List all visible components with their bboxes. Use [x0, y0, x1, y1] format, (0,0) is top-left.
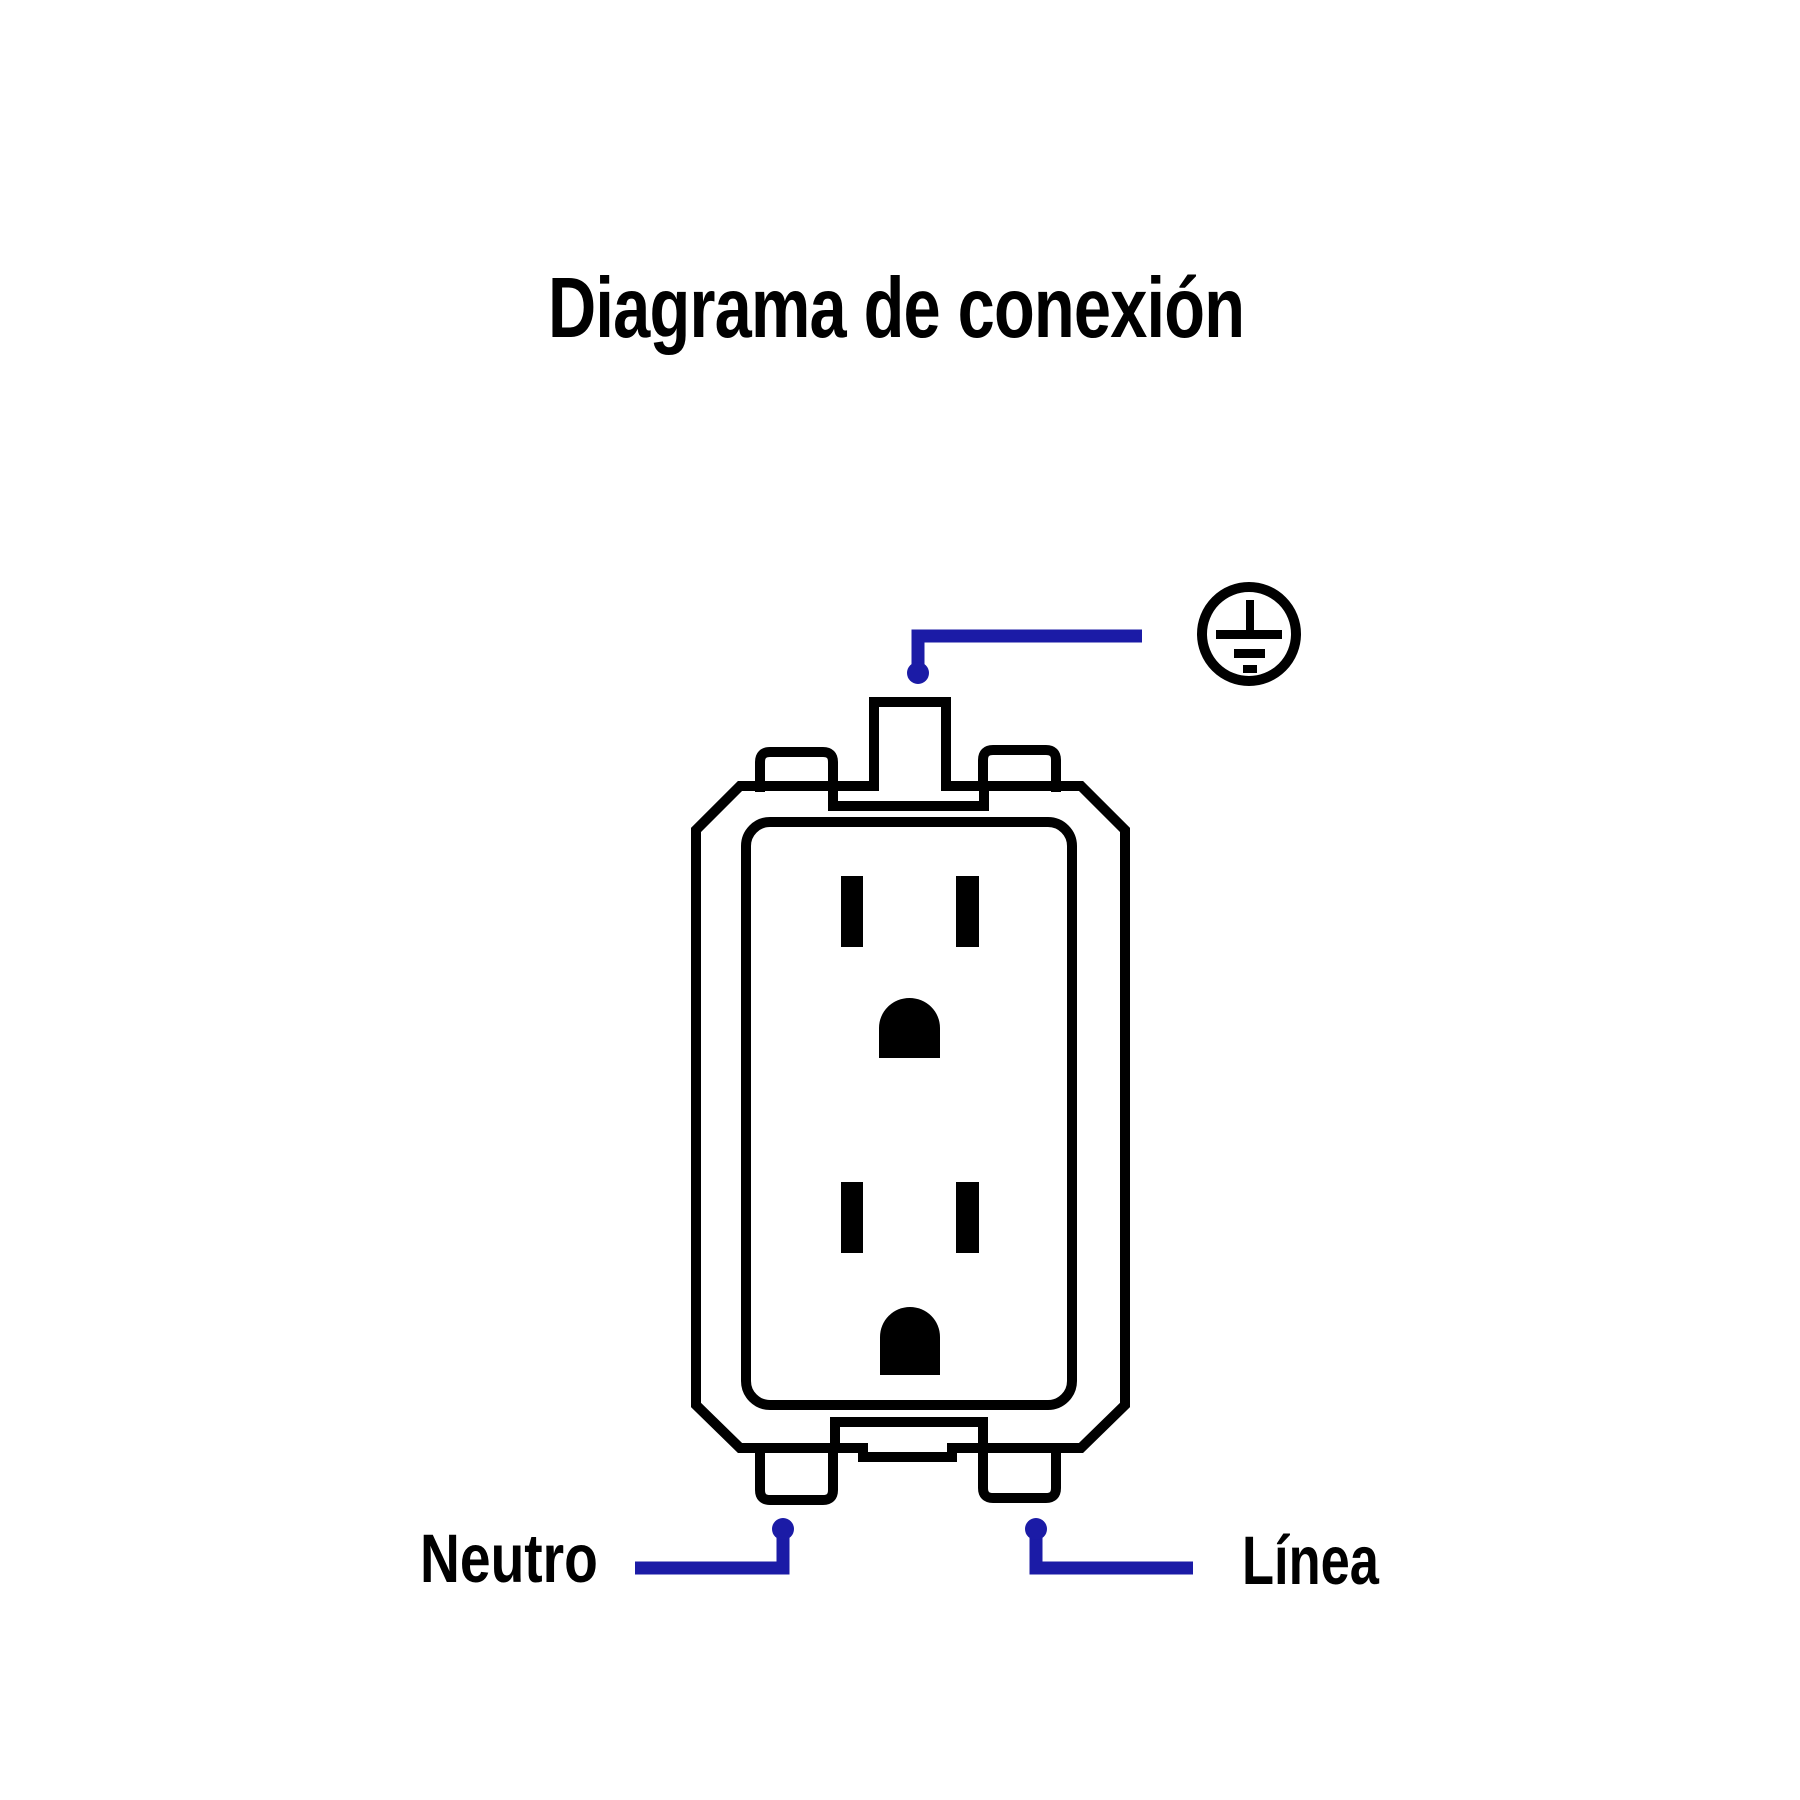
ground-symbol-bar-short [1243, 665, 1257, 673]
page-title: Diagrama de conexión [548, 261, 1245, 356]
outlet-plate [691, 781, 1130, 1453]
ground-symbol-bar-medium [1234, 649, 1265, 658]
screw-tab-bottom-right [978, 1444, 1061, 1503]
line-wire-line [1029, 1530, 1193, 1575]
slot-lower-left [841, 1182, 863, 1253]
ground-hole-lower [880, 1307, 940, 1375]
slot-upper-right [956, 876, 979, 947]
ground-symbol-stem [1246, 600, 1254, 634]
slot-upper-left [841, 876, 863, 947]
ground-wire-line [911, 629, 1142, 672]
ground-hole-upper [879, 998, 940, 1058]
screw-tab-bottom-left [755, 1444, 838, 1505]
neutral-label: Neutro [420, 1520, 598, 1597]
ground-wire-dot [907, 662, 929, 684]
ground-wire [907, 629, 1142, 684]
line-wire [1025, 1518, 1193, 1575]
line-label: Línea [1242, 1522, 1379, 1599]
slot-lower-right [956, 1182, 979, 1253]
neutral-wire-dot [772, 1518, 794, 1540]
outlet-face [741, 817, 1077, 1410]
neutral-wire-line [635, 1530, 790, 1575]
mounting-tab-bottom [830, 1417, 988, 1462]
ground-symbol-bar-long [1216, 630, 1282, 639]
outlet [691, 697, 1130, 1505]
ground-symbol-icon [1197, 582, 1301, 686]
neutral-wire [635, 1518, 794, 1575]
line-wire-dot [1025, 1518, 1047, 1540]
ground-tab [828, 697, 989, 811]
ground-symbol-circle [1197, 582, 1301, 686]
